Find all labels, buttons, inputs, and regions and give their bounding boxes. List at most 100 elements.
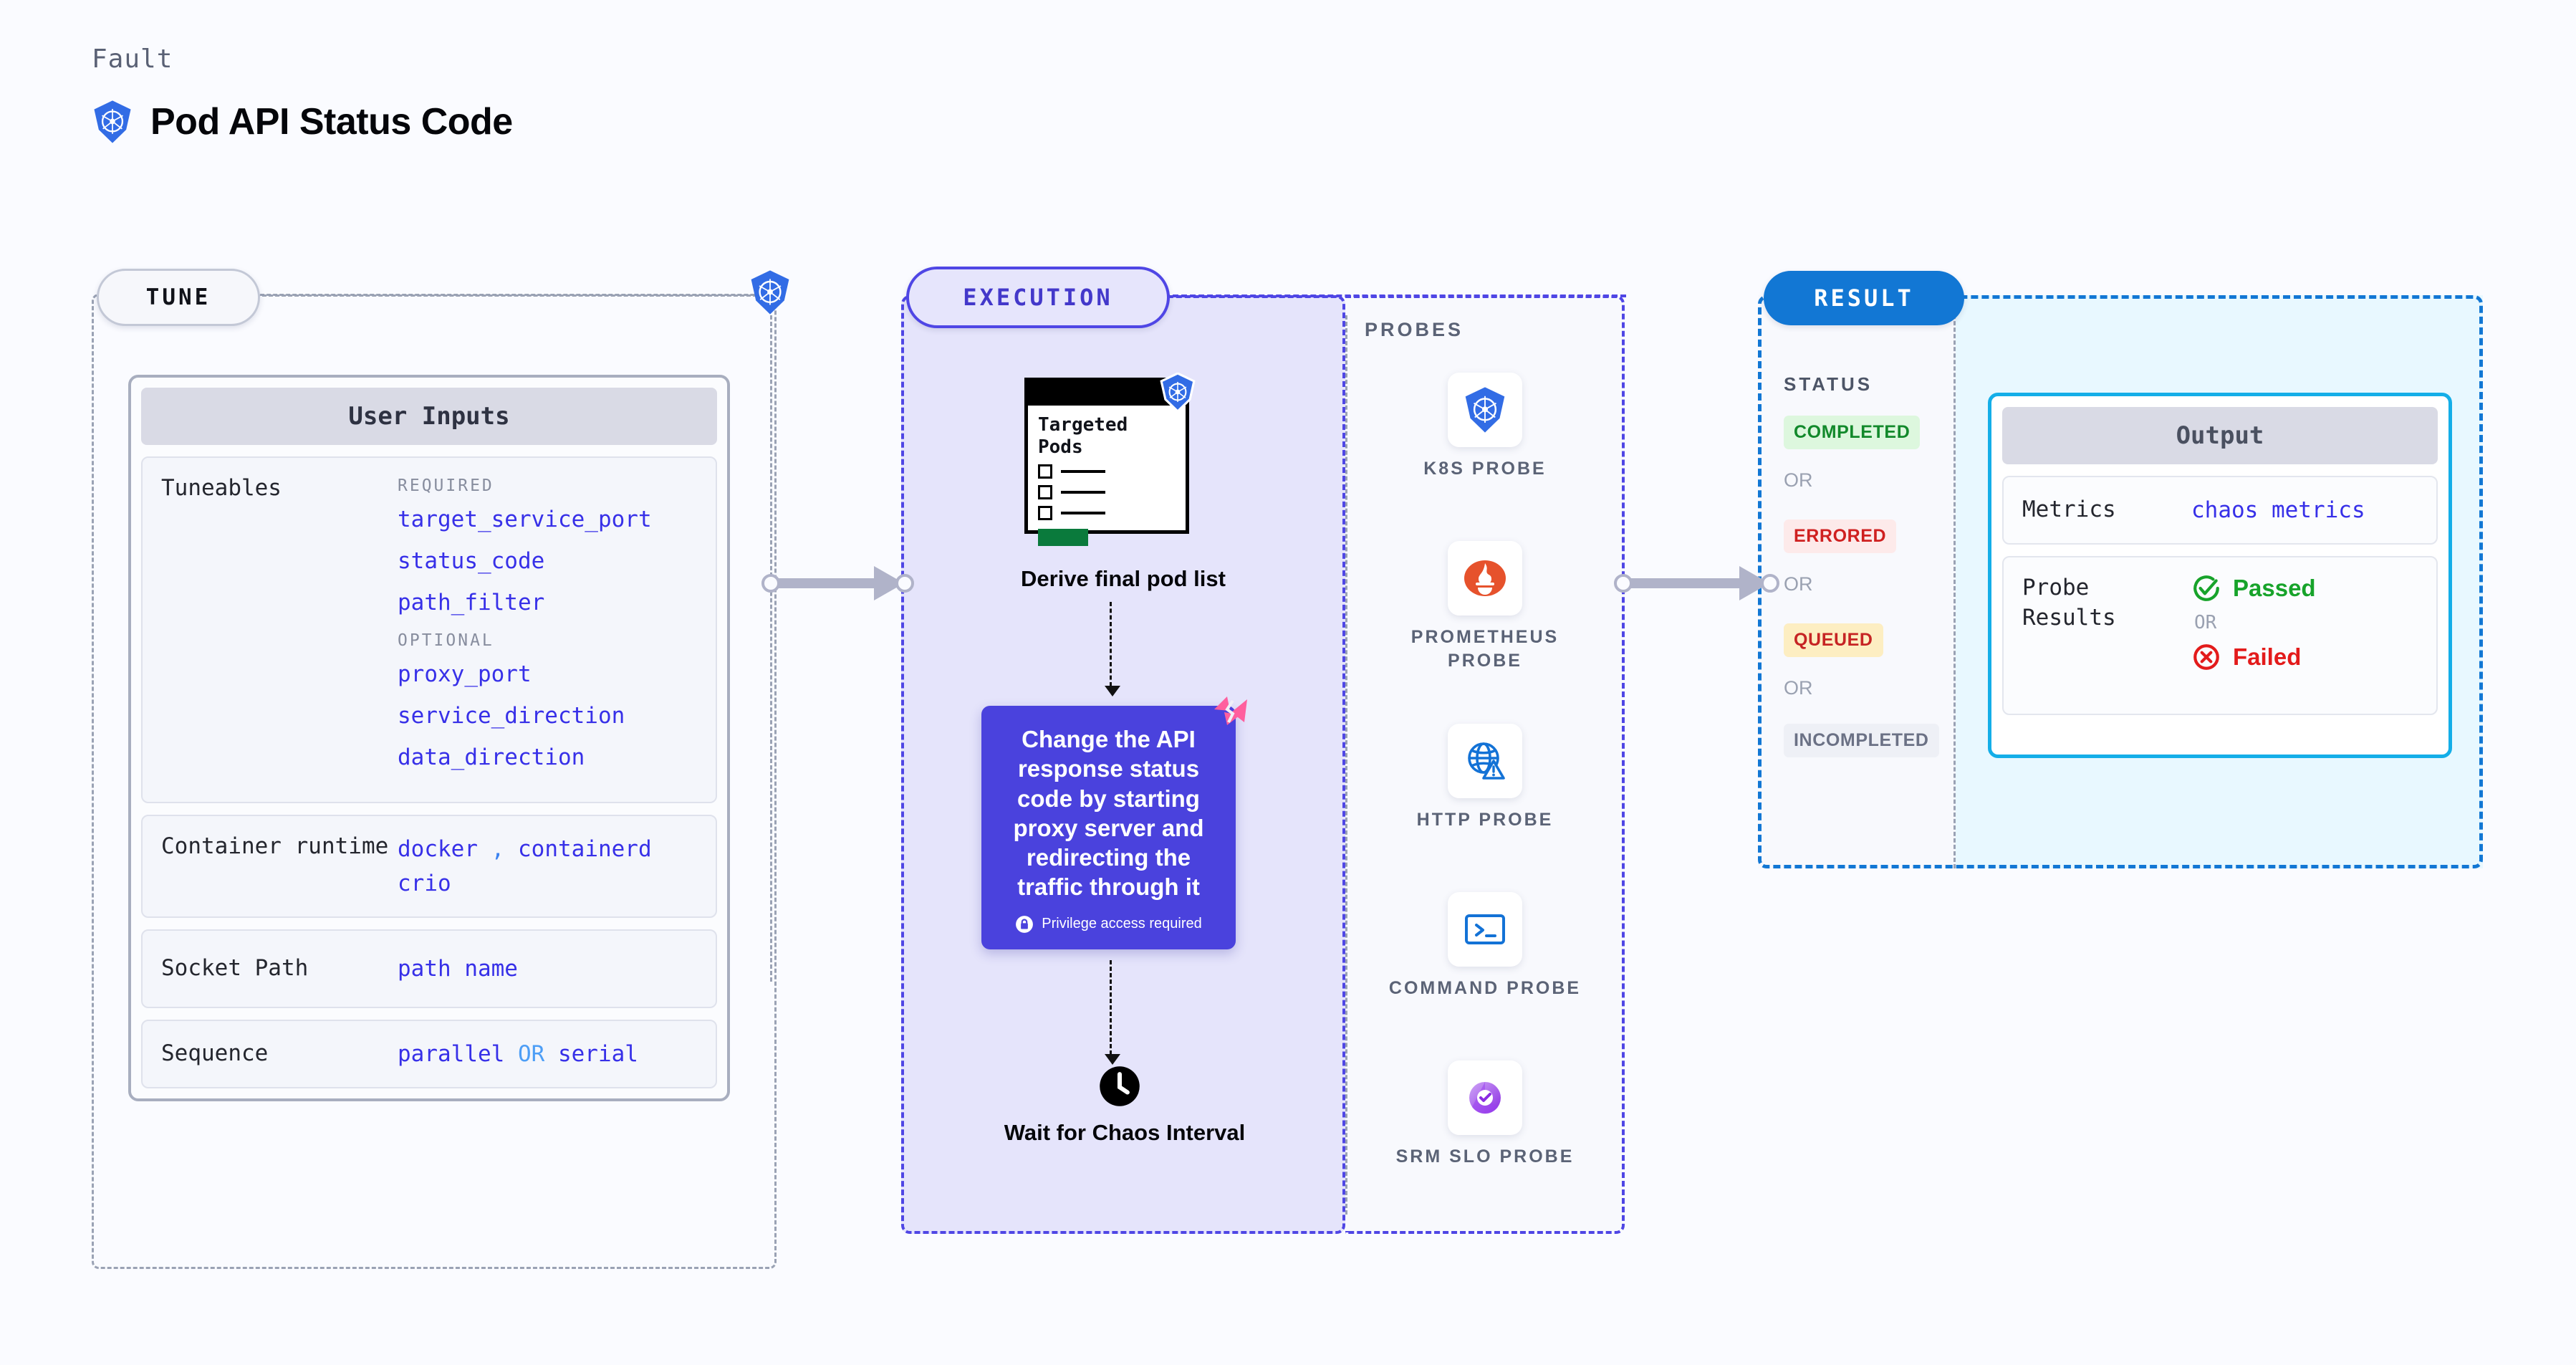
kubernetes-icon xyxy=(92,100,133,144)
connector-execution-to-result xyxy=(1612,566,1798,600)
pods-list-item xyxy=(1038,464,1176,479)
probe-tile xyxy=(1448,373,1522,447)
tune-right-edge xyxy=(770,315,772,982)
optional-heading: OPTIONAL xyxy=(398,631,494,650)
tuneables-label: Tuneables xyxy=(161,475,282,501)
failed-label: Failed xyxy=(2233,643,2302,670)
probe-results-label: Probe Results xyxy=(2022,575,2116,631)
probe-command[interactable]: COMMAND PROBE xyxy=(1378,892,1592,1000)
x-circle-icon xyxy=(2193,644,2219,670)
status-badge-completed: COMPLETED xyxy=(1784,416,1921,449)
sequence-or: OR xyxy=(517,1041,545,1068)
probe-result-failed: Failed xyxy=(2191,642,2316,672)
tuneable-item[interactable]: target_service_port xyxy=(398,507,652,532)
runtime-containerd[interactable]: containerd xyxy=(518,836,652,862)
status-badge-incompleted: INCOMPLETED xyxy=(1784,724,1939,757)
action-description: Change the API response status code by s… xyxy=(1013,726,1204,901)
metrics-label: Metrics xyxy=(2022,497,2116,523)
checkbox-icon xyxy=(1038,464,1052,479)
execution-panel-tag[interactable]: EXECUTION xyxy=(906,267,1170,328)
probe-results-or: OR xyxy=(2194,612,2217,633)
page-header: Fault Pod API Status Code xyxy=(92,44,513,144)
status-or: OR xyxy=(1784,677,1813,699)
arrow-action-to-wait xyxy=(1105,960,1120,1065)
kubernetes-icon xyxy=(1465,387,1505,433)
container-runtime-values: docker , containerd crio xyxy=(398,832,697,901)
checkbox-icon xyxy=(1038,485,1052,500)
probe-results-row: Probe Results Passed OR Failed xyxy=(2002,556,2438,715)
check-circle-icon xyxy=(2193,575,2219,601)
tuneable-item[interactable]: service_direction xyxy=(398,703,625,729)
targeted-pods-card: Targeted Pods xyxy=(1024,378,1189,547)
container-runtime-row: Container runtime docker , containerd cr… xyxy=(141,815,717,919)
probe-prometheus[interactable]: PROMETHEUS PROBE xyxy=(1378,541,1592,672)
metrics-value[interactable]: chaos metrics xyxy=(2191,497,2365,523)
runtime-docker[interactable]: docker xyxy=(398,836,478,862)
pods-list-item xyxy=(1038,506,1176,521)
metrics-row: Metrics chaos metrics xyxy=(2002,476,2438,545)
page-title: Pod API Status Code xyxy=(150,101,513,143)
tuneable-item[interactable]: path_filter xyxy=(398,590,545,616)
action-card: Change the API response status code by s… xyxy=(981,706,1236,949)
probe-http[interactable]: HTTP PROBE xyxy=(1378,724,1592,832)
tuneables-values: REQUIRED target_service_port status_code… xyxy=(398,474,697,786)
line-placeholder xyxy=(1061,512,1105,515)
probe-tile xyxy=(1448,1060,1522,1135)
tuneable-item[interactable]: data_direction xyxy=(398,744,585,770)
sequence-values: parallel OR serial xyxy=(398,1037,697,1071)
title-row: Pod API Status Code xyxy=(92,100,513,144)
chaos-logo-icon xyxy=(1211,694,1250,732)
probe-label: PROMETHEUS PROBE xyxy=(1410,627,1559,671)
user-inputs-card: User Inputs Tuneables REQUIRED target_se… xyxy=(128,375,730,1102)
execution-connector-line xyxy=(1164,294,1626,297)
probe-label: K8S PROBE xyxy=(1423,459,1547,479)
tune-panel-tag[interactable]: TUNE xyxy=(97,269,260,326)
probe-tile xyxy=(1448,892,1522,967)
passed-label: Passed xyxy=(2233,575,2316,601)
globe-warning-icon xyxy=(1468,742,1505,780)
probe-results-values: Passed OR Failed xyxy=(2191,573,2316,698)
sequence-serial[interactable]: serial xyxy=(557,1041,638,1068)
prometheus-icon xyxy=(1464,560,1506,596)
line-placeholder xyxy=(1061,491,1105,494)
probe-label: COMMAND PROBE xyxy=(1388,978,1582,998)
line-placeholder xyxy=(1061,470,1105,474)
clock-icon xyxy=(1099,1065,1140,1110)
pods-card-body: Targeted Pods xyxy=(1028,406,1186,555)
checkbox-icon xyxy=(1038,506,1052,521)
user-inputs-title: User Inputs xyxy=(141,388,717,445)
sequence-parallel[interactable]: parallel xyxy=(398,1041,505,1068)
privilege-text: Privilege access required xyxy=(1042,916,1202,931)
tuneable-item[interactable]: proxy_port xyxy=(398,661,532,687)
derive-pod-list-label: Derive final pod list xyxy=(1021,566,1226,591)
sequence-label: Sequence xyxy=(161,1040,269,1067)
status-or: OR xyxy=(1784,573,1813,595)
connector-tune-to-execution xyxy=(759,566,924,600)
socket-path-value[interactable]: path name xyxy=(398,956,518,982)
socket-path-label: Socket Path xyxy=(161,955,309,982)
status-badge-queued: QUEUED xyxy=(1784,623,1883,657)
probe-label: HTTP PROBE xyxy=(1416,810,1554,830)
lock-icon xyxy=(1016,915,1034,933)
container-runtime-label: Container runtime xyxy=(161,833,389,859)
probe-k8s[interactable]: K8S PROBE xyxy=(1378,373,1592,481)
status-bar-indicator xyxy=(1038,529,1088,547)
probes-heading: PROBES xyxy=(1365,319,1464,340)
arrow-derive-to-action xyxy=(1105,602,1120,696)
probe-label: SRM SLO PROBE xyxy=(1395,1146,1575,1167)
privilege-note: Privilege access required xyxy=(1000,915,1217,934)
pods-list-item xyxy=(1038,485,1176,500)
srm-slo-icon xyxy=(1469,1082,1501,1114)
probe-srm-slo[interactable]: SRM SLO PROBE xyxy=(1378,1060,1592,1169)
result-panel-tag[interactable]: RESULT xyxy=(1764,271,1964,325)
runtime-separator: , xyxy=(491,836,505,862)
tuneable-item[interactable]: status_code xyxy=(398,548,545,574)
wait-chaos-interval-label: Wait for Chaos Interval xyxy=(1004,1120,1246,1145)
runtime-crio[interactable]: crio xyxy=(398,871,451,897)
tune-connector-line xyxy=(256,294,757,297)
status-heading: STATUS xyxy=(1784,373,1873,395)
terminal-icon xyxy=(1465,914,1505,944)
probe-tile xyxy=(1448,541,1522,616)
output-title: Output xyxy=(2002,407,2438,464)
targeted-pods-title: Targeted Pods xyxy=(1038,414,1128,458)
